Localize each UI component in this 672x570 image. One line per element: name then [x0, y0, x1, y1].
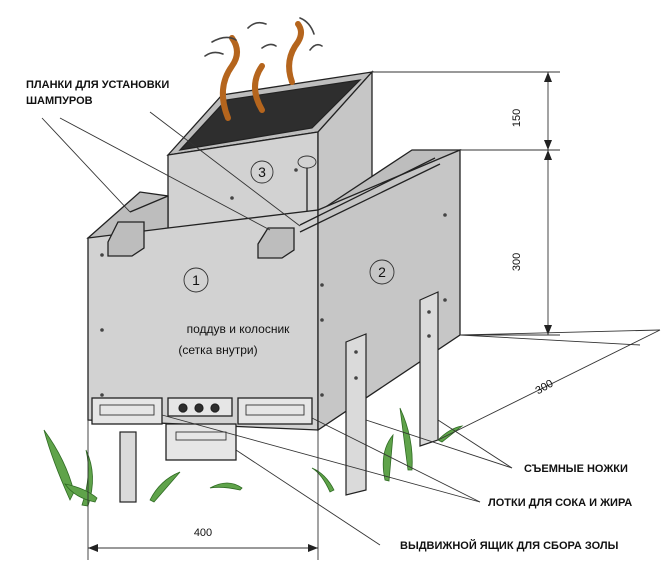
skewer-rail-center	[257, 227, 295, 259]
dim-300-diagonal: 300	[534, 378, 556, 398]
legs-label: СЪЕМНЫЕ НОЖКИ	[524, 463, 628, 475]
skewer-rails-label-line2: ШАМПУРОВ	[26, 95, 93, 107]
blower-label-line2: (сетка внутри)	[178, 343, 257, 357]
drawers	[91, 397, 313, 461]
blower-hole-1	[178, 403, 188, 413]
leg-front-right[interactable]	[345, 333, 367, 496]
upper-box-opening	[178, 79, 362, 151]
dimension-lines: 150 300 300 400	[87, 71, 661, 560]
blower-hole-2	[194, 403, 204, 413]
dim-300-vertical: 300	[511, 253, 523, 271]
number-3-circle	[250, 160, 274, 184]
removable-legs	[119, 291, 439, 503]
leg-front-left[interactable]	[119, 431, 137, 503]
number-2-circle	[369, 259, 395, 285]
juice-tray-left[interactable]	[91, 397, 163, 425]
smoke	[204, 17, 323, 121]
trays-label: ЛОТКИ ДЛЯ СОКА И ЖИРА	[488, 497, 632, 509]
number-3: 3	[258, 164, 266, 180]
leader-lines	[41, 111, 513, 546]
depth-dimension-line	[437, 329, 661, 441]
dim-150: 150	[511, 109, 523, 127]
skewer-rail-left	[107, 221, 145, 257]
leg-back-right[interactable]	[419, 291, 439, 447]
grass-decoration	[43, 407, 464, 507]
blower-label-line1: поддув и колосник	[187, 322, 291, 336]
skewer-rail-right	[299, 157, 436, 226]
number-1-circle	[183, 267, 209, 293]
number-2: 2	[378, 264, 386, 280]
blower-hole-3	[210, 403, 220, 413]
number-1: 1	[192, 272, 200, 288]
ash-drawer[interactable]	[165, 423, 237, 461]
juice-tray-right[interactable]	[237, 397, 313, 425]
dim-400: 400	[194, 527, 212, 539]
skewer-rails-label-line1: ПЛАНКИ ДЛЯ УСТАНОВКИ	[26, 79, 169, 91]
ash-drawer-label: ВЫДВИЖНОЙ ЯЩИК ДЛЯ СБОРА ЗОЛЫ	[400, 539, 619, 552]
